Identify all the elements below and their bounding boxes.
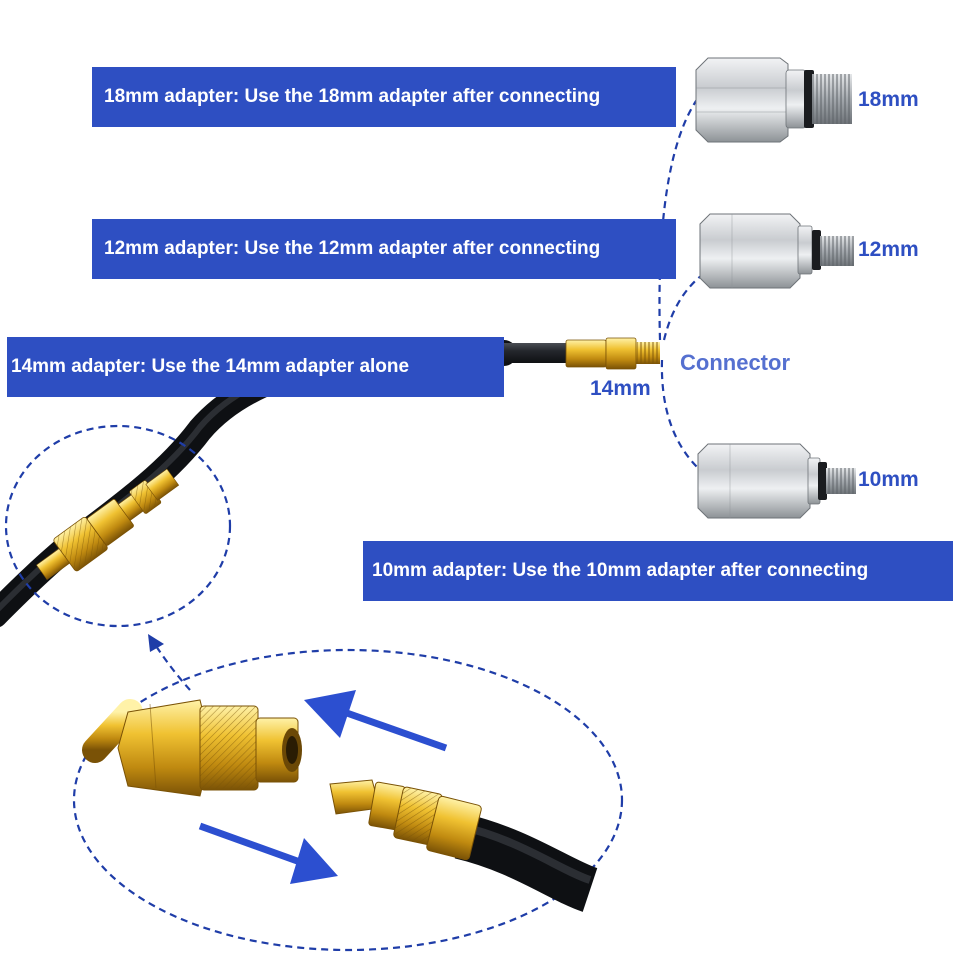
line-to-10mm bbox=[660, 359, 699, 469]
adapter-18mm-icon bbox=[695, 57, 852, 143]
adapter-10mm-icon bbox=[697, 443, 856, 519]
zoom-link-arrow bbox=[148, 634, 191, 691]
connector-label: Connector bbox=[680, 350, 790, 375]
banner-18mm-adapter: 18mm adapter: Use the 18mm adapter after… bbox=[92, 67, 676, 127]
size-label-12mm: 12mm bbox=[858, 238, 919, 261]
line-to-18mm bbox=[658, 97, 699, 341]
banner-14mm-adapter: 14mm adapter: Use the 14mm adapter alone bbox=[7, 337, 504, 397]
push-arrow-left-icon bbox=[304, 690, 448, 752]
size-label-14mm: 14mm bbox=[590, 377, 651, 400]
coupler-male-plug-icon bbox=[329, 779, 599, 912]
banner-12mm-adapter: 12mm adapter: Use the 12mm adapter after… bbox=[92, 219, 676, 279]
push-arrow-right-icon bbox=[198, 822, 338, 884]
coupler-highlight-ellipse bbox=[4, 424, 232, 628]
size-label-10mm: 10mm bbox=[858, 468, 919, 491]
connection-lines bbox=[658, 97, 713, 469]
coupler-female-icon bbox=[82, 699, 302, 797]
coupler-small-icon bbox=[36, 468, 180, 581]
banner-10mm-adapter: 10mm adapter: Use the 10mm adapter after… bbox=[363, 541, 953, 601]
connector-14mm-icon bbox=[500, 337, 660, 370]
adapter-12mm-icon bbox=[699, 213, 854, 289]
zoom-detail-ellipse bbox=[72, 648, 624, 952]
size-label-18mm: 18mm bbox=[858, 88, 919, 111]
